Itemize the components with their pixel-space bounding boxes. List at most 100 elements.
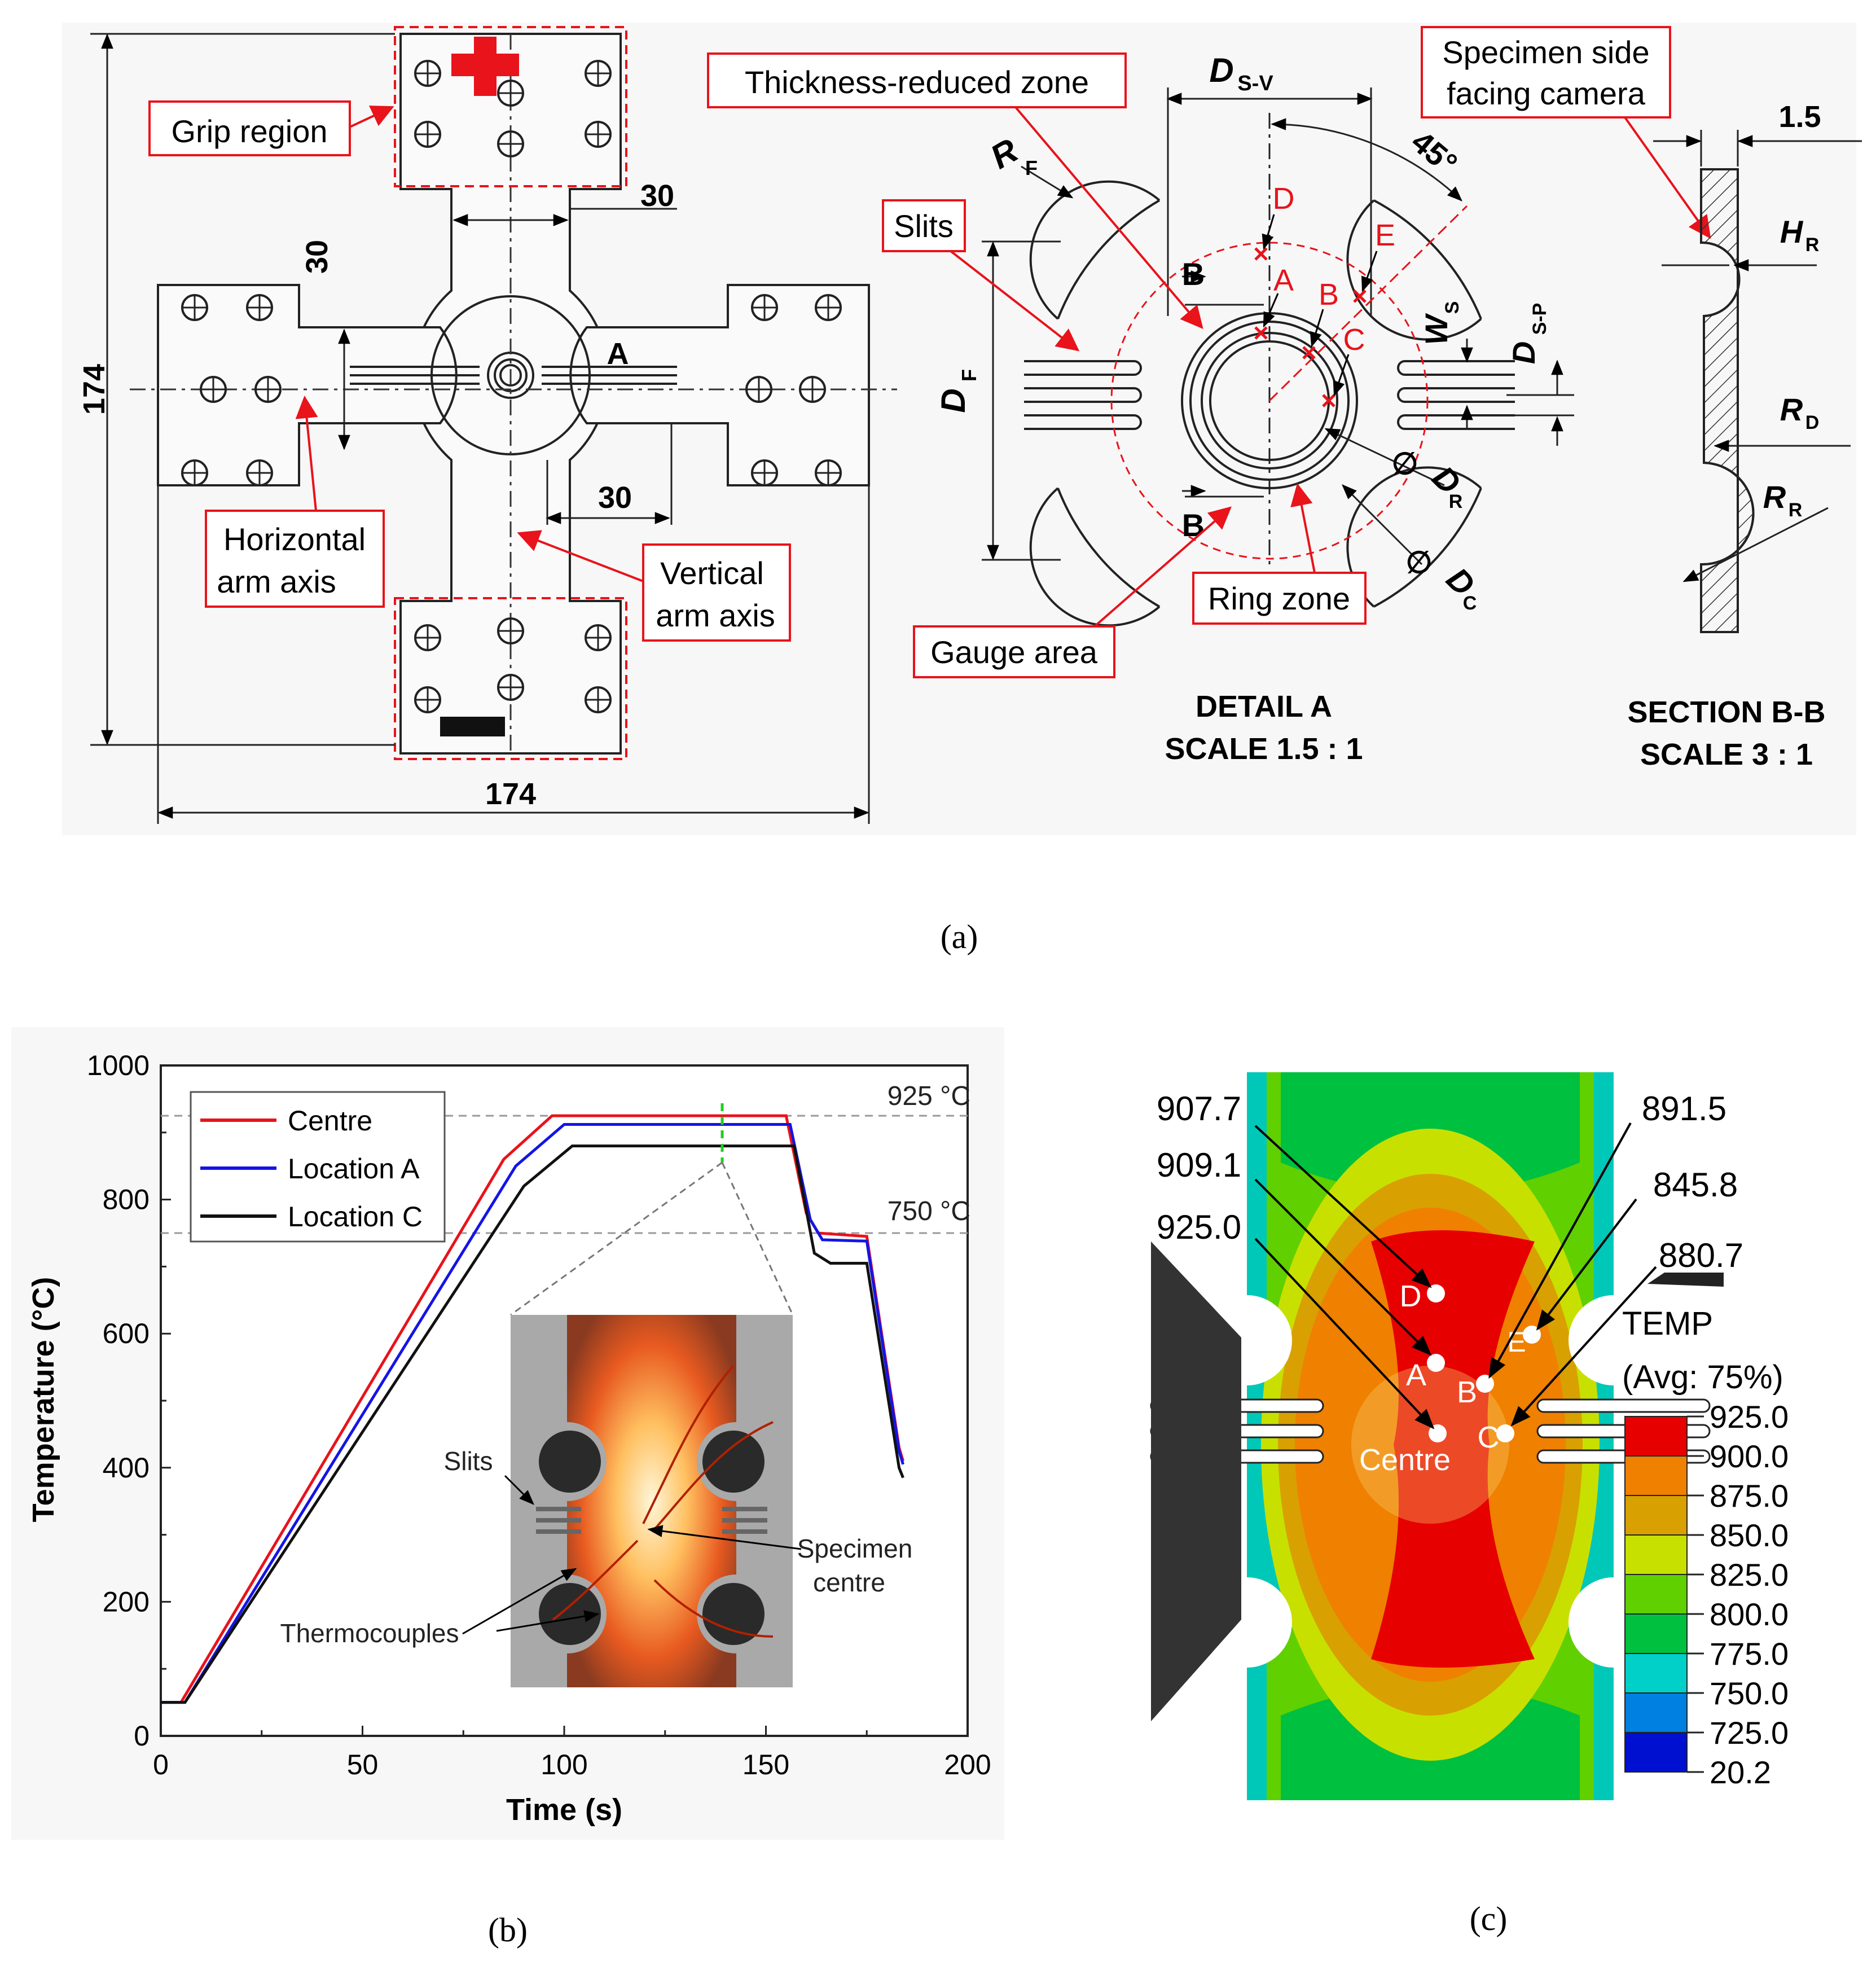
dim-hr-sub: R (1805, 234, 1820, 256)
callout-slits-arrow (950, 250, 1080, 352)
legend-title-temp: TEMP (1622, 1305, 1713, 1342)
contour-label-b: B (1457, 1375, 1477, 1409)
legend-level-label: 850.0 (1710, 1517, 1789, 1553)
caption-a: (a) (941, 918, 978, 955)
dim-dsp-main: D (1506, 341, 1541, 364)
value-leaders (1254, 1122, 1657, 1429)
x-tick-label: 150 (743, 1749, 789, 1780)
dim-174-horizontal: 174 (485, 777, 536, 811)
callout-grip-region: Grip region (171, 113, 327, 149)
dim-dr-sub: R (1449, 491, 1463, 512)
contour-label-d: D (1400, 1279, 1422, 1313)
callout-camera-box (1421, 26, 1671, 119)
x-axis-label: Time (s) (506, 1793, 622, 1827)
callout-camera-line1: Specimen side (1442, 34, 1649, 70)
panel-a-dimensions (90, 33, 870, 824)
callout-horizontal-box (205, 510, 385, 608)
point-leaders (1262, 214, 1378, 397)
panel-c: D A Centre B E C 907.7 909.1 925.0 891.5… (1150, 1072, 1789, 1937)
callout-vertical-line1: Vertical (660, 555, 764, 591)
legend-level-label: 725.0 (1710, 1715, 1789, 1751)
caption-b: (b) (488, 1911, 528, 1949)
point-label-a: A (1273, 264, 1294, 297)
legend-color-cell (1624, 1692, 1688, 1733)
legend-color-cell (1624, 1455, 1688, 1496)
dim-rf-sub: F (1025, 156, 1038, 179)
legend-level-label: 825.0 (1710, 1557, 1789, 1593)
detail-a-scale: SCALE 1.5 : 1 (1165, 732, 1363, 766)
inset-label-centre-line2: centre (813, 1568, 885, 1597)
dim-1-5: 1.5 (1778, 100, 1821, 134)
legend-label: Location A (288, 1153, 420, 1185)
grip-region-top (394, 26, 627, 187)
section-bb-scale: SCALE 3 : 1 (1640, 738, 1813, 771)
callout-ring-zone: Ring zone (1208, 581, 1350, 616)
chart-series (161, 1114, 904, 1704)
callout-grip-arrow (349, 106, 394, 128)
callout-ring-arrow (1290, 483, 1316, 573)
legend-level-label: 800.0 (1710, 1596, 1789, 1632)
value-label-891-5: 891.5 (1642, 1090, 1726, 1128)
black-bar-marker (440, 717, 505, 736)
legend-level-label: 775.0 (1710, 1636, 1789, 1672)
ref-label-750: 750 °C (888, 1196, 970, 1226)
inset-label-centre-line1: Specimen (797, 1534, 913, 1563)
callout-horizontal-line2: arm axis (217, 564, 336, 599)
value-label-880-7: 880.7 (1659, 1236, 1743, 1274)
legend-color-cell (1624, 1613, 1688, 1654)
legend-level-label: 925.0 (1710, 1399, 1789, 1435)
dim-30-left: 30 (300, 240, 334, 274)
inset-label-thermocouples: Thermocouples (280, 1619, 459, 1648)
callout-horizontal-line1: Horizontal (223, 521, 366, 557)
value-label-845-8: 845.8 (1653, 1166, 1738, 1204)
contour-label-c: C (1478, 1420, 1500, 1454)
legend-level-label: 900.0 (1710, 1438, 1789, 1474)
dim-rd-main: R (1780, 392, 1803, 427)
legend-label: Centre (288, 1105, 372, 1137)
caption-c: (c) (1470, 1900, 1508, 1937)
section-bb-dimensions (1653, 130, 1862, 582)
dim-30-top: 30 (640, 179, 674, 213)
dim-30-bottom: 30 (598, 481, 632, 515)
callout-gauge-area: Gauge area (930, 634, 1098, 670)
legend-color-cell (1624, 1416, 1688, 1457)
callout-camera-line2: facing camera (1447, 76, 1646, 111)
callout-gauge-arrow (1093, 506, 1232, 628)
legend-color-cell (1624, 1534, 1688, 1575)
callout-thickness-reduced-zone: Thickness-reduced zone (745, 64, 1089, 100)
callout-slits-box (882, 199, 966, 252)
bolt-holes (181, 60, 842, 713)
temperature-contour (1150, 1072, 1711, 1800)
contour-legend: 925.0900.0875.0850.0825.0800.0775.0750.0… (1624, 1399, 1789, 1790)
detail-a-marker: A (607, 337, 629, 371)
y-tick-label: 400 (103, 1452, 150, 1484)
x-tick-label: 100 (541, 1749, 587, 1780)
section-marker-b-top: B (1182, 256, 1205, 292)
x-tick-label: 0 (153, 1749, 169, 1780)
point-label-b: B (1319, 278, 1339, 312)
ref-label-925: 925 °C (888, 1081, 970, 1111)
dim-ws-main: W (1418, 313, 1454, 345)
y-axis-label: Temperature (°C) (27, 1277, 60, 1523)
callout-thickness-arrow (1014, 106, 1203, 330)
series-line-location-c (161, 1144, 904, 1704)
dim-ws-sub: S (1442, 301, 1463, 314)
inset-label-slits: Slits (444, 1446, 493, 1476)
legend-subtitle-avg: (Avg: 75%) (1622, 1359, 1783, 1396)
callout-slits-detail: Slits (894, 208, 954, 244)
measurement-points (1254, 247, 1367, 407)
callout-vertical-arrow (517, 530, 644, 582)
point-label-e: E (1375, 218, 1395, 252)
contour-label-centre: Centre (1359, 1443, 1451, 1477)
legend-color-cell (1624, 1653, 1688, 1694)
callout-thickness-box (707, 52, 1127, 108)
red-cross-marker-icon (451, 37, 519, 96)
contour-label-e: E (1507, 1326, 1526, 1358)
point-label-d: D (1273, 182, 1295, 216)
dim-174-vertical: 174 (77, 364, 111, 415)
callout-ring-box (1192, 572, 1367, 625)
callout-vertical-box (642, 543, 791, 642)
